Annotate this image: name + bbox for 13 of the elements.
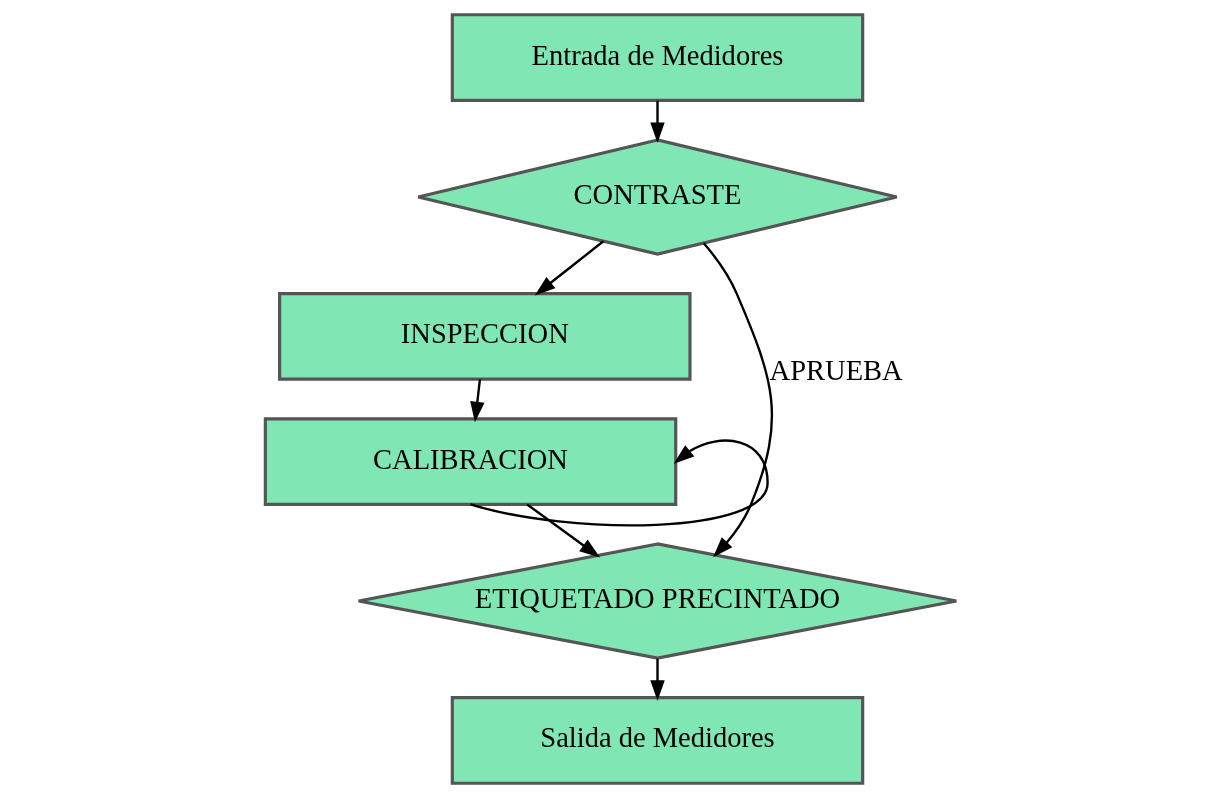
- node-box: Salida de Medidores: [450, 696, 864, 785]
- arrow: [534, 240, 604, 296]
- arrow: [525, 503, 600, 558]
- arrow: [649, 658, 665, 701]
- arrow: [702, 242, 773, 558]
- arrow: [649, 100, 665, 144]
- node-box: CALIBRACION: [263, 417, 677, 506]
- node-diamond: ETIQUETADO PRECINTADO: [356, 542, 958, 660]
- node-box: Entrada de Medidores: [450, 13, 864, 102]
- edge-label: APRUEBA: [769, 354, 903, 386]
- node-diamond: CONTRASTE: [416, 138, 898, 256]
- arrow: [469, 379, 484, 423]
- node-box: INSPECCION: [277, 292, 692, 381]
